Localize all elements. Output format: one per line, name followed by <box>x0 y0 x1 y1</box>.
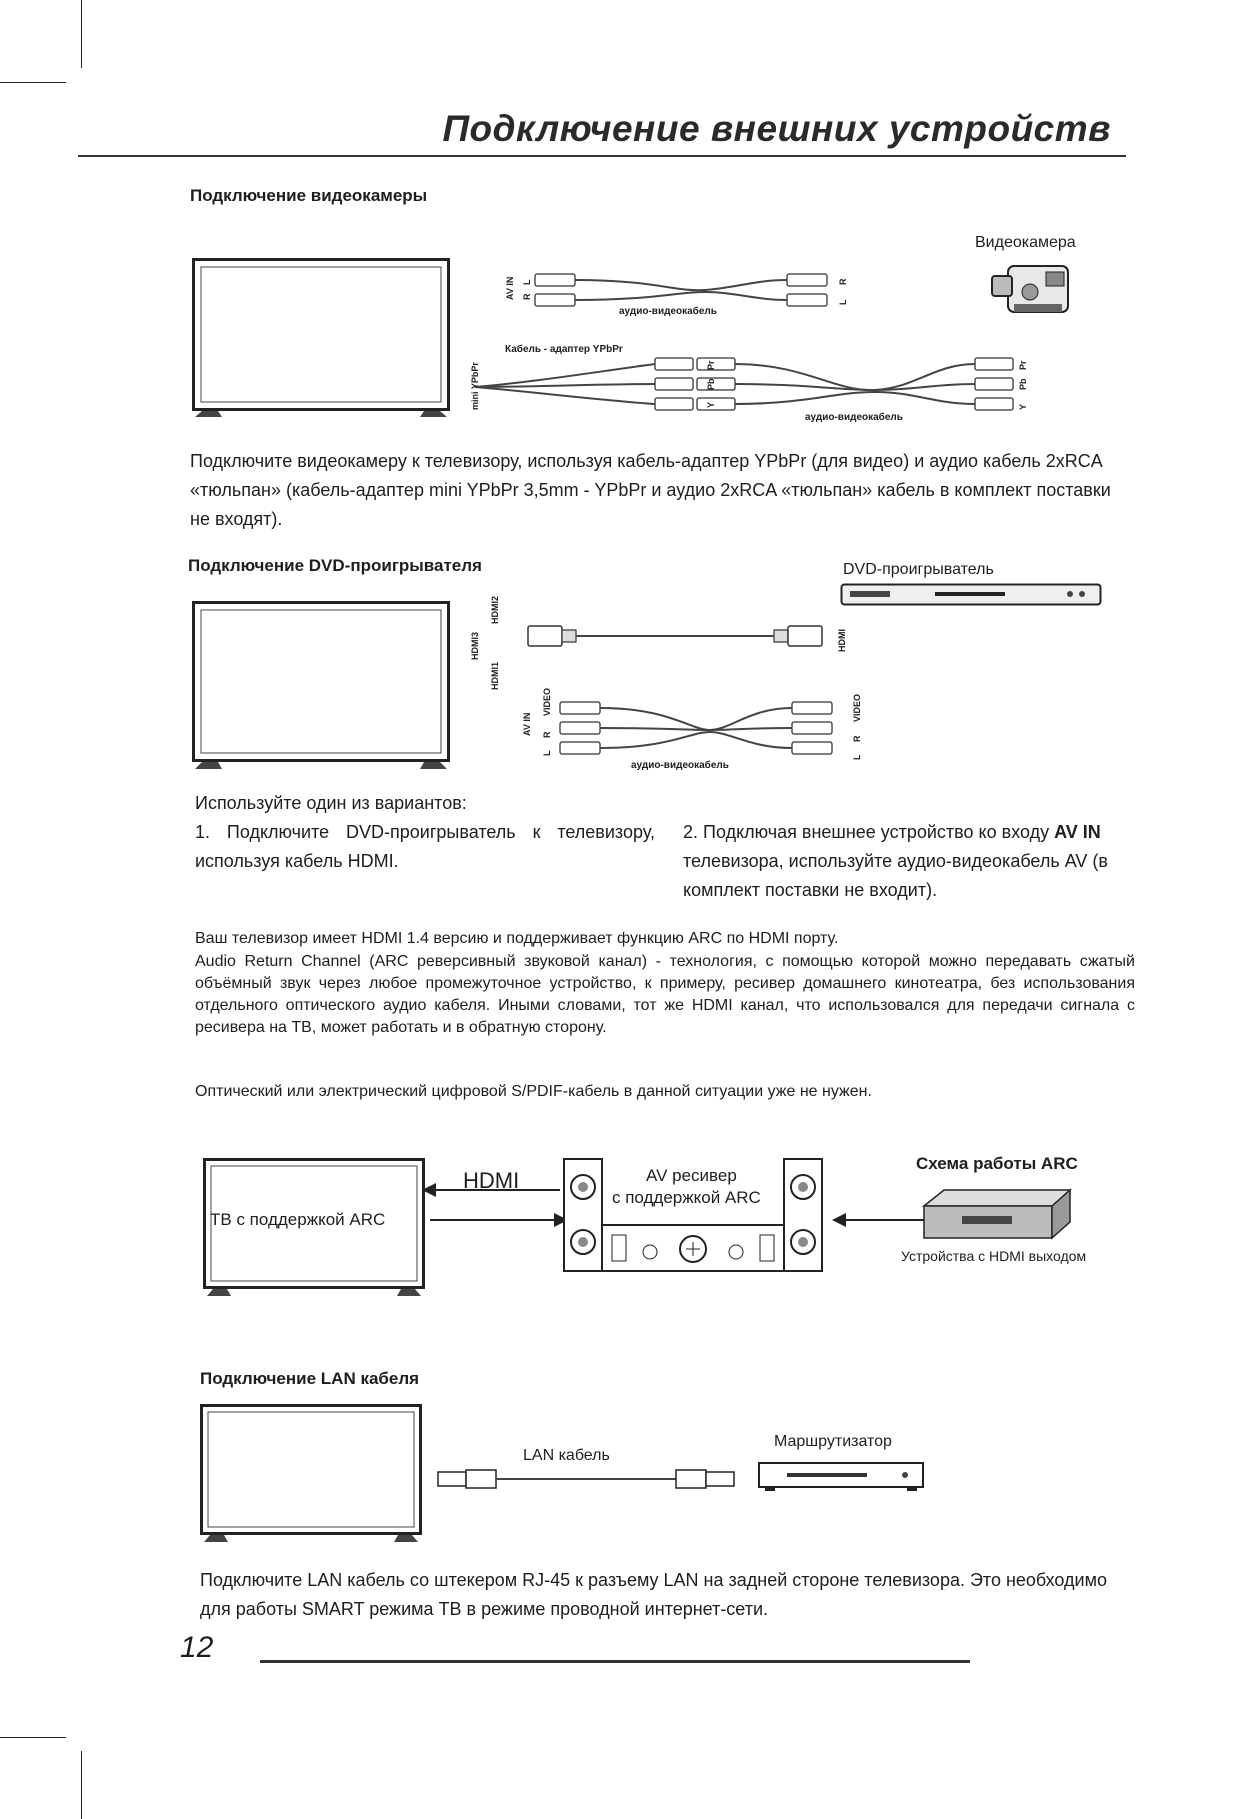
crop-mark <box>81 0 82 68</box>
camcorder-text: Подключите видеокамеру к телевизору, исп… <box>190 451 1111 529</box>
hdmi3-label: HDMI3 <box>470 631 480 660</box>
arc-scheme-title: Схема работы ARC <box>916 1154 1078 1173</box>
tv-arc-label: ТВ с поддержкой ARC <box>210 1210 386 1229</box>
video-label-2: VIDEO <box>852 693 862 722</box>
crop-mark <box>81 1751 82 1819</box>
camcorder-label: Видеокамера <box>975 234 1076 251</box>
option-1: 1. Подключите DVD-проигрыватель к телеви… <box>195 822 655 871</box>
tv-illustration <box>192 258 450 417</box>
footer-rule <box>260 1660 970 1663</box>
r-label-dvd: R <box>542 731 552 739</box>
arc-para-2: Audio Return Channel (ARC реверсивный зв… <box>195 953 1135 1036</box>
lan-cable-illustration <box>437 1469 735 1489</box>
hdmi2-label: HDMI2 <box>490 595 500 624</box>
page-title: Подключение внешних устройств <box>442 108 1111 149</box>
av-in-label-dvd: AV IN <box>522 712 532 736</box>
lan-text: Подключите LAN кабель со штекером RJ-45 … <box>200 1570 1107 1619</box>
r-label-2: R <box>838 278 848 286</box>
arc-arrows <box>422 1183 930 1227</box>
av-cable-label: аудио-видеокабель <box>619 306 717 317</box>
camcorder-cables-diagram <box>475 273 1014 411</box>
dvd-label: DVD-проигрыватель <box>843 561 994 578</box>
hdmi-label: HDMI <box>837 629 847 652</box>
receiver-line-2: с поддержкой ARC <box>612 1188 761 1207</box>
r-label-dvd-2: R <box>852 735 862 743</box>
options-intro: Используйте один из вариантов: <box>195 793 467 813</box>
l-label: L <box>522 279 532 286</box>
mini-ypbpr-label: mini YPbPr <box>470 362 480 410</box>
adapter-label: Кабель - адаптер YPbPr <box>505 344 623 355</box>
l-label-dvd: L <box>542 750 552 757</box>
av-receiver-illustration <box>563 1158 823 1272</box>
dvd-heading: Подключение DVD-проигрывателя <box>188 556 482 575</box>
l-label-2: L <box>838 299 848 306</box>
y-label-2: Y <box>1018 403 1028 410</box>
dvd-cables-diagram <box>527 625 833 755</box>
hdmi-arc-label: HDMI <box>463 1168 520 1193</box>
router-label: Маршрутизатор <box>774 1433 892 1450</box>
av-in-label: AV IN <box>505 276 515 300</box>
hdmi-source-device-illustration <box>922 1188 1072 1240</box>
pr-label: Pr <box>706 360 716 370</box>
pb-label: Pb <box>706 378 716 390</box>
hdmi1-label: HDMI1 <box>490 661 500 690</box>
crop-mark <box>0 1737 66 1738</box>
hdmi-source-label: Устройства с HDMI выходом <box>901 1248 1087 1264</box>
router-illustration <box>758 1462 924 1491</box>
crop-mark <box>0 82 66 83</box>
title-rule <box>78 155 1126 157</box>
tv-illustration-dvd <box>192 601 450 769</box>
lan-cable-label: LAN кабель <box>523 1447 610 1464</box>
arc-para-3: Оптический или электрический цифровой S/… <box>195 1083 872 1100</box>
r-label: R <box>522 293 532 301</box>
tv-illustration-lan <box>200 1404 422 1542</box>
video-label: VIDEO <box>542 687 552 716</box>
pr-label-2: Pr <box>1018 360 1028 370</box>
l-label-dvd-2: L <box>852 754 862 761</box>
camcorder-illustration <box>991 265 1069 313</box>
camcorder-heading: Подключение видеокамеры <box>190 186 428 205</box>
option-2: 2. Подключая внешнее устройство ко входу… <box>683 822 1108 900</box>
dvd-player-illustration <box>840 583 1102 606</box>
arc-para-1: Ваш телевизор имеет HDMI 1.4 версию и по… <box>195 930 839 947</box>
receiver-line-1: AV ресивер <box>646 1166 737 1185</box>
y-label: Y <box>706 401 716 408</box>
av-cable-label-dvd: аудио-видеокабель <box>631 760 729 771</box>
page-number: 12 <box>180 1631 214 1664</box>
av-cable-label-2: аудио-видеокабель <box>805 412 903 423</box>
pb-label-2: Pb <box>1018 378 1028 390</box>
lan-heading: Подключение LAN кабеля <box>200 1369 420 1388</box>
tv-illustration-arc <box>203 1158 425 1296</box>
